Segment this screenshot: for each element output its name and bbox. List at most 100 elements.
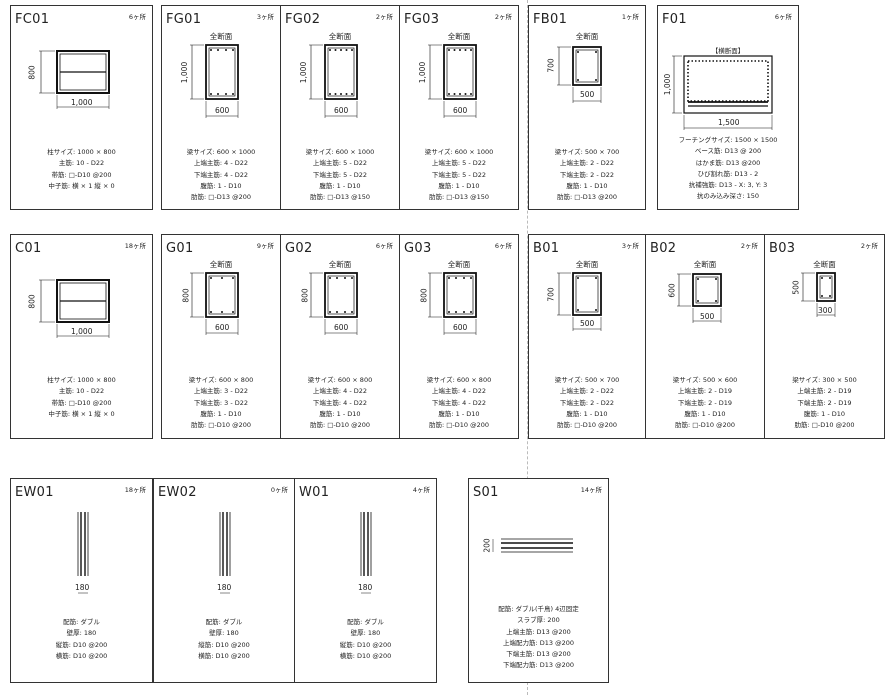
section-title: 全断面 bbox=[575, 32, 599, 41]
card-fb01[interactable]: FB01 1ヶ所 全断面 700 500 梁サイズ: 500 × 700 上端主… bbox=[528, 5, 646, 210]
card-name: S01 bbox=[473, 485, 499, 500]
spec-line: 壁厚: 180 bbox=[209, 629, 239, 638]
card-fg03[interactable]: FG03 2ヶ所 全断面 1,000 600 梁サイズ: 600 × 1000 … bbox=[399, 5, 519, 210]
beam-section-diagram bbox=[309, 44, 358, 118]
dim-width: 600 bbox=[453, 323, 468, 332]
dim-width: 500 bbox=[700, 312, 715, 321]
card-f01[interactable]: F01 6ヶ所 【横断面】 1,000 1,500 フーチングサイズ: 1500… bbox=[657, 5, 799, 210]
column-section-diagram bbox=[39, 50, 110, 109]
card-name: B03 bbox=[769, 241, 796, 256]
beam-section-diagram bbox=[557, 46, 602, 103]
spec-line: 上端主筋: 2 - D22 bbox=[559, 387, 615, 396]
section-title: 全断面 bbox=[693, 260, 717, 269]
card-name: G03 bbox=[404, 241, 432, 256]
footing-section-diagram bbox=[672, 55, 773, 130]
wall-section-diagram bbox=[360, 512, 372, 594]
spec-line: 壁厚: 180 bbox=[350, 629, 381, 638]
dim-width: 1,500 bbox=[718, 118, 740, 127]
spec-line: 中子筋: 横 × 1 縦 × 0 bbox=[48, 409, 115, 418]
spec-list: 柱サイズ: 1000 × 800 主筋: 10 - D22 帯筋: □-D10 … bbox=[11, 147, 152, 192]
card-g01[interactable]: G01 9ヶ所 全断面 800 600 梁サイズ: 600 × 800 上端主筋… bbox=[161, 234, 281, 439]
card-fg01[interactable]: FG01 3ヶ所 全断面 1,000 600 梁サイズ: 600 × 1000 … bbox=[161, 5, 281, 210]
dim-width: 300 bbox=[818, 306, 833, 315]
spec-line: 梁サイズ: 600 × 1000 bbox=[305, 148, 375, 156]
wall-section-diagram bbox=[219, 512, 231, 594]
card-count: 6ヶ所 bbox=[128, 13, 146, 21]
spec-line: フーチングサイズ: 1500 × 1500 bbox=[678, 136, 778, 144]
spec-line: 横筋: D10 @200 bbox=[198, 651, 250, 660]
card-count: 4ヶ所 bbox=[412, 486, 430, 494]
spec-line: 腹筋: 1 - D10 bbox=[200, 181, 242, 190]
spec-line: 腹筋: 1 - D10 bbox=[566, 181, 608, 190]
card-b03[interactable]: B03 2ヶ所 全断面 500 300 梁サイズ: 300 × 500 上端主筋… bbox=[764, 234, 885, 439]
dim-width: 500 bbox=[580, 319, 595, 328]
spec-line: ベース筋: D13 @ 200 bbox=[694, 147, 762, 156]
card-b02[interactable]: B02 2ヶ所 全断面 600 500 梁サイズ: 500 × 600 上端主筋… bbox=[645, 234, 765, 439]
spec-line: 下端主筋: 2 - D19 bbox=[797, 398, 852, 407]
dim-height: 600 bbox=[667, 283, 677, 298]
card-name: W01 bbox=[299, 485, 330, 500]
spec-line: 柱サイズ: 1000 × 800 bbox=[47, 376, 116, 384]
spec-list: 配筋: ダブル(千鳥) 4辺固定 スラブ厚: 200 上端主筋: D13 @20… bbox=[469, 604, 608, 672]
column-divider-dashed-line bbox=[527, 0, 528, 695]
dim-thickness: 180 bbox=[217, 583, 232, 592]
spec-line: 上端主筋: 4 - D22 bbox=[193, 159, 249, 168]
spec-line: 梁サイズ: 500 × 600 bbox=[672, 376, 738, 384]
card-b01[interactable]: B01 3ヶ所 全断面 700 500 梁サイズ: 500 × 700 上端主筋… bbox=[528, 234, 646, 439]
card-g02[interactable]: G02 6ヶ所 全断面 800 600 梁サイズ: 600 × 800 上端主筋… bbox=[280, 234, 400, 439]
spec-line: 梁サイズ: 600 × 800 bbox=[188, 376, 254, 384]
spec-line: 上端主筋: 2 - D19 bbox=[797, 387, 852, 396]
beam-section-diagram bbox=[428, 272, 477, 335]
spec-line: 下端主筋: 2 - D22 bbox=[559, 398, 615, 407]
spec-line: 梁サイズ: 500 × 700 bbox=[554, 148, 620, 156]
spec-line: 下端主筋: 2 - D22 bbox=[559, 170, 615, 179]
spec-line: 梁サイズ: 600 × 800 bbox=[307, 376, 373, 384]
card-fc01[interactable]: FC01 6ヶ所 800 1,000 柱サイズ: 1000 × 800 主筋: … bbox=[10, 5, 153, 210]
section-title: 全断面 bbox=[447, 260, 471, 269]
spec-list: 配筋: ダブル 壁厚: 180 縦筋: D10 @200 横筋: D10 @20… bbox=[11, 617, 152, 662]
card-ew02[interactable]: EW02 0ヶ所 180 配筋: ダブル 壁厚: 180 縦筋: D10 @20… bbox=[153, 478, 295, 683]
spec-line: 上端主筋: 4 - D22 bbox=[431, 387, 487, 396]
card-name: C01 bbox=[15, 241, 42, 256]
card-count: 2ヶ所 bbox=[494, 13, 512, 21]
spec-list: 梁サイズ: 600 × 800 上端主筋: 4 - D22 下端主筋: 4 - … bbox=[400, 375, 518, 431]
dim-thickness: 200 bbox=[482, 538, 492, 553]
beam-section-diagram bbox=[190, 44, 239, 118]
spec-line: 抗補強筋: D13 - X: 3, Y: 3 bbox=[688, 181, 768, 190]
column-section-diagram bbox=[39, 279, 110, 338]
spec-line: 配筋: ダブル bbox=[205, 618, 243, 626]
spec-line: 下端主筋: 5 - D22 bbox=[431, 170, 487, 179]
card-g03[interactable]: G03 6ヶ所 全断面 800 600 梁サイズ: 600 × 800 上端主筋… bbox=[399, 234, 519, 439]
section-title: 全断面 bbox=[328, 260, 352, 269]
spec-line: 肋筋: □-D13 @200 bbox=[191, 193, 251, 202]
spec-line: 肋筋: □-D10 @200 bbox=[310, 421, 370, 430]
spec-list: 梁サイズ: 600 × 1000 上端主筋: 4 - D22 下端主筋: 4 -… bbox=[162, 147, 280, 203]
section-title: 全断面 bbox=[575, 260, 599, 269]
section-title: 全断面 bbox=[447, 32, 471, 41]
spec-line: 腹筋: 1 - D10 bbox=[200, 409, 242, 418]
card-ew01[interactable]: EW01 18ヶ所 180 配筋: ダブル 壁厚: 180 縦筋: D10 @2… bbox=[10, 478, 153, 683]
spec-line: 抗のみ込み深さ: 150 bbox=[696, 192, 760, 201]
spec-list: 梁サイズ: 600 × 1000 上端主筋: 5 - D22 下端主筋: 5 -… bbox=[400, 147, 518, 203]
dim-height: 700 bbox=[546, 287, 556, 302]
dim-width: 600 bbox=[215, 323, 230, 332]
spec-line: 下端主筋: 3 - D22 bbox=[193, 398, 249, 407]
card-c01[interactable]: C01 18ヶ所 800 1,000 柱サイズ: 1000 × 800 主筋: … bbox=[10, 234, 153, 439]
spec-line: 梁サイズ: 600 × 1000 bbox=[186, 148, 256, 156]
card-s01[interactable]: S01 14ヶ所 200 配筋: ダブル(千鳥) 4辺固定 スラブ厚: 200 … bbox=[468, 478, 609, 683]
card-count: 1ヶ所 bbox=[621, 13, 639, 21]
card-w01[interactable]: W01 4ヶ所 180 配筋: ダブル 壁厚: 180 縦筋: D10 @200… bbox=[294, 478, 437, 683]
beam-section-diagram bbox=[801, 272, 836, 317]
dim-width: 1,000 bbox=[71, 98, 93, 107]
spec-list: 配筋: ダブル 壁厚: 180 縦筋: D10 @200 横筋: D10 @20… bbox=[154, 617, 294, 662]
spec-line: 肋筋: □-D13 @150 bbox=[429, 193, 489, 202]
spec-line: 上端主筋: 5 - D22 bbox=[431, 159, 487, 168]
spec-line: 配筋: ダブル bbox=[347, 618, 384, 626]
spec-line: 下端配力筋: D13 @200 bbox=[502, 661, 574, 670]
spec-line: 肋筋: □-D10 @200 bbox=[675, 421, 735, 430]
spec-line: 腹筋: 1 - D10 bbox=[803, 409, 846, 418]
card-count: 3ヶ所 bbox=[621, 242, 639, 250]
card-count: 2ヶ所 bbox=[375, 13, 393, 21]
spec-line: 主筋: 10 - D22 bbox=[58, 387, 105, 396]
card-fg02[interactable]: FG02 2ヶ所 全断面 1,000 600 梁サイズ: 600 × 1000 … bbox=[280, 5, 400, 210]
